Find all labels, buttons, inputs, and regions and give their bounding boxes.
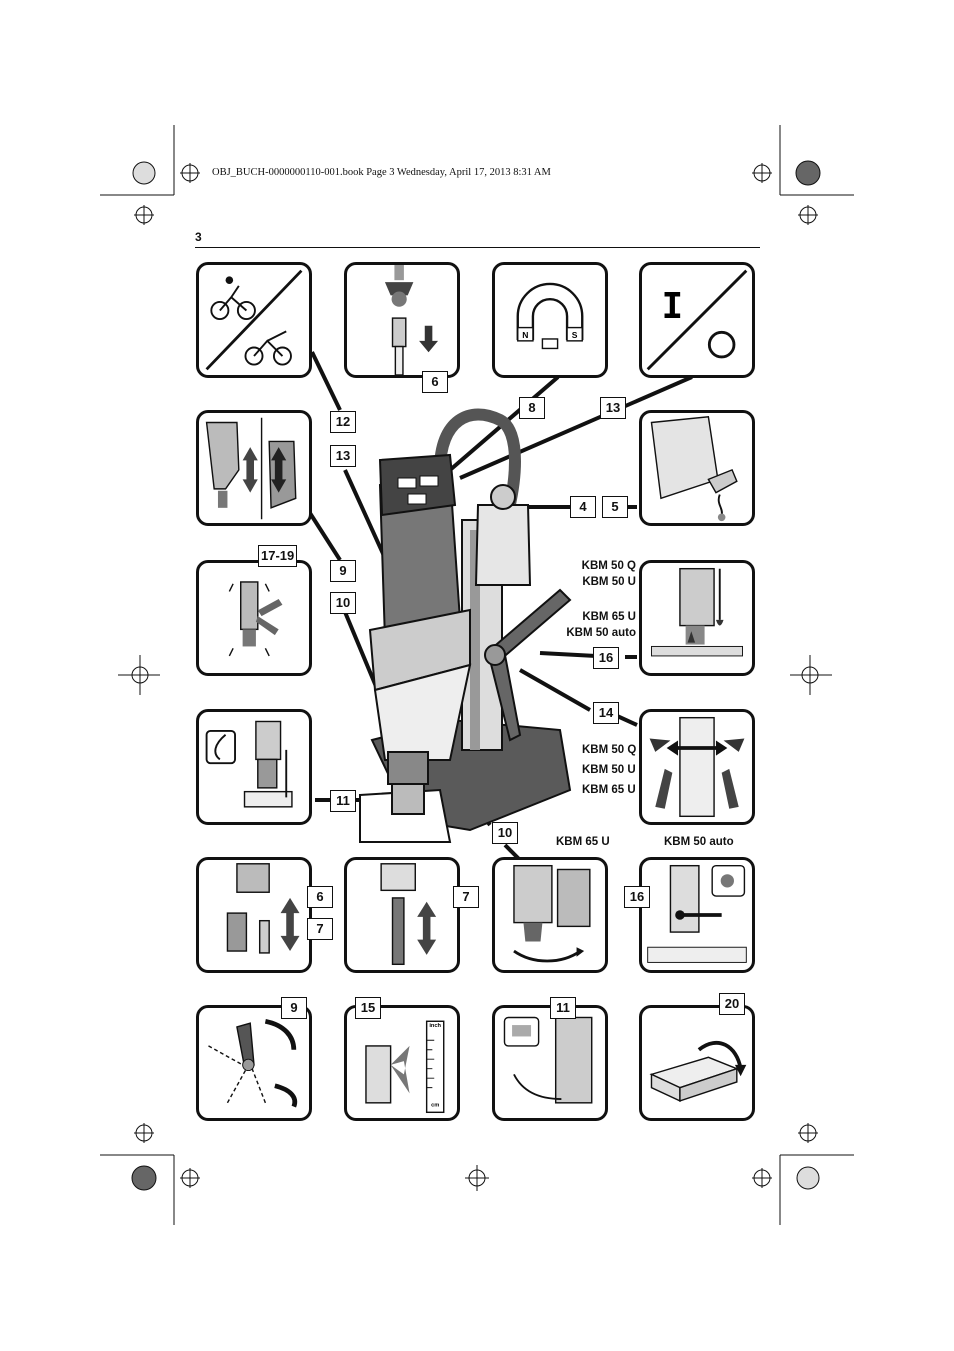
model-label-kbm65u: KBM 65 U [556,836,610,848]
panel-chip-removal [492,1005,608,1121]
model-label: KBM 50 Q [581,560,636,572]
callout-6-top: 6 [422,371,448,393]
page-number: 3 [195,230,202,244]
panel-magnet: N S [492,262,608,378]
panel-cutting-oil [639,410,755,526]
magnet-north-label: N [522,330,528,340]
panel-depth-scale: inch cm [344,1005,460,1121]
model-label: KBM 65 U [582,611,636,623]
callout-16-right: 16 [593,647,619,669]
panel-feed-handle-positions [639,709,755,825]
callout-13-top: 13 [600,397,626,419]
callout-20: 20 [719,993,745,1015]
panel-handle-rotate [196,1005,312,1121]
callout-15: 15 [355,997,381,1019]
panel-storage-case [639,1005,755,1121]
callout-14: 14 [593,702,619,724]
model-label: KBM 50 Q [582,744,637,756]
callout-11-bottom: 11 [550,997,576,1019]
callout-9-bottom: 9 [281,997,307,1019]
callout-7-right: 7 [453,886,479,908]
callout-10-mid: 10 [492,822,518,844]
header-rule [195,247,760,248]
callout-10-left: 10 [330,592,356,614]
callout-13-left: 13 [330,445,356,467]
callout-17-19: 17-19 [258,545,298,567]
file-info-header: OBJ_BUCH-0000000110-001.book Page 3 Wedn… [212,167,551,178]
magnet-south-label: S [572,330,578,340]
scale-inch-label: inch [429,1023,441,1029]
panel-no-transport-bicycle [196,262,312,378]
callout-6-bottom: 6 [307,886,333,908]
model-label: KBM 50 U [582,764,636,776]
scale-cm-label: cm [431,1103,439,1109]
switch-on-symbol: I [662,286,684,327]
panel-twist-drill [344,857,460,973]
panel-insert-cutter [344,262,460,378]
panel-drill-stroke [196,410,312,526]
model-label-kbm50auto: KBM 50 auto [664,836,734,848]
callout-5: 5 [602,496,628,518]
panel-kbm65u-gear [492,857,608,973]
callout-9-left: 9 [330,560,356,582]
panel-lower-chuck-models [639,560,755,676]
callout-4: 4 [570,496,596,518]
panel-arbor-change [196,857,312,973]
panel-on-off: I [639,262,755,378]
callout-8: 8 [519,397,545,419]
callout-12: 12 [330,411,356,433]
model-label: KBM 50 auto [566,627,636,639]
model-label: KBM 50 U [582,576,636,588]
callout-7-left: 7 [307,918,333,940]
panel-kbm50auto [639,857,755,973]
panel-vibration-handle [196,560,312,676]
callout-16-bottom: 16 [624,886,650,908]
model-label: KBM 65 U [582,784,636,796]
callout-11-left: 11 [330,790,356,812]
panel-lubrication [196,709,312,825]
